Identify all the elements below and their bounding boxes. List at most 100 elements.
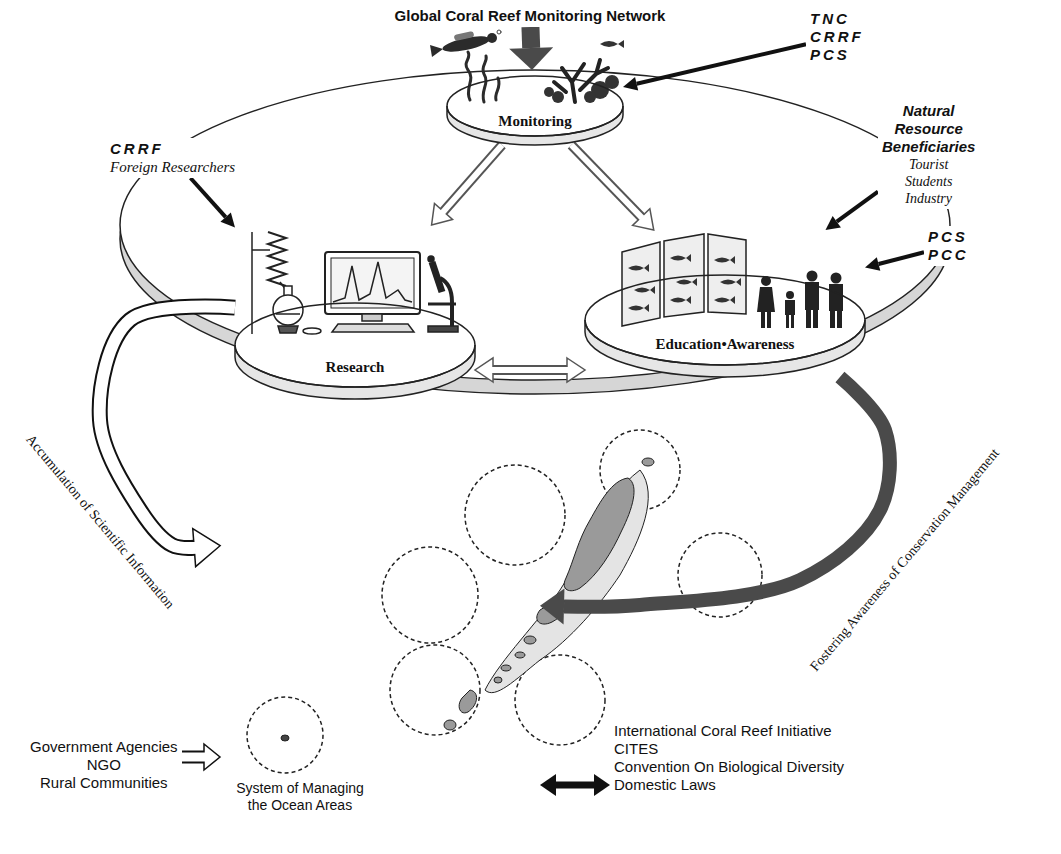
node-text: Monitoring	[447, 113, 623, 129]
disk-base	[447, 76, 623, 136]
exhibit-fish	[676, 278, 697, 286]
visitor-figures	[813, 310, 818, 328]
node-text: PCS PCC	[928, 228, 969, 264]
diver-figure	[454, 31, 475, 41]
map-zones	[390, 645, 480, 735]
visitor-figures	[767, 312, 771, 328]
visitor-figures	[837, 311, 842, 328]
exhibit-panel	[708, 234, 746, 314]
connector-group	[492, 370, 569, 371]
node-text: Domestic Laws	[614, 776, 844, 794]
exhibit-panel	[622, 234, 746, 326]
visitor-figures	[791, 315, 794, 328]
lab-illustration	[362, 314, 382, 321]
edge-label-holder: Fostering Awareness of Conservation Mana…	[804, 443, 1005, 678]
visitor-figures	[786, 291, 794, 299]
research-disk: Research	[235, 225, 475, 399]
connector-fill	[442, 145, 502, 213]
platform	[120, 70, 950, 394]
connector-group	[182, 757, 206, 758]
connector-arrow	[564, 377, 890, 607]
exhibit-fish	[720, 278, 741, 286]
island-shapes	[444, 720, 456, 730]
connector-arrow	[556, 782, 594, 789]
reef-illustration	[496, 78, 499, 100]
lab-illustration	[276, 313, 300, 315]
visitor-figures	[757, 271, 843, 329]
island-shapes	[537, 598, 566, 624]
researcher-label: CRRFForeign Researchers	[106, 138, 239, 178]
lab-illustration	[303, 328, 321, 334]
stakeholder-list: Government AgenciesNGORural Communities	[26, 736, 182, 794]
lab-illustration	[333, 262, 412, 302]
node-text: Foreign Researchers	[110, 158, 235, 176]
lab-illustration	[428, 256, 434, 262]
node-text: CRRF	[110, 140, 235, 158]
lab-illustration	[251, 232, 253, 334]
connector-group	[879, 252, 924, 264]
lab-illustration	[252, 232, 458, 334]
diver-figure	[430, 30, 501, 57]
lab-illustration	[428, 303, 456, 306]
node-text: International Coral Reef Initiative	[614, 722, 844, 740]
exhibit-fish	[714, 256, 735, 264]
visitor-figures	[806, 310, 811, 328]
connector-group	[556, 785, 594, 786]
exhibit-fish	[634, 286, 655, 294]
node-text: NGO	[30, 756, 178, 774]
island-shapes	[564, 478, 634, 591]
education-disk: Education•Awareness	[585, 230, 865, 377]
lab-illustration	[278, 326, 298, 333]
island-shapes	[524, 636, 536, 644]
connector-arrow	[637, 44, 806, 84]
disk-face	[447, 76, 623, 136]
node-text: Government Agencies	[30, 738, 178, 756]
exhibit-fish	[670, 296, 691, 304]
exhibit-fish	[628, 304, 649, 312]
map-zones	[247, 697, 323, 773]
island-shapes	[459, 690, 476, 713]
island-shapes	[501, 665, 511, 671]
connector-group	[442, 145, 502, 213]
edge-label: Fostering Awareness of Conservation Mana…	[804, 443, 1005, 678]
agreement-list: International Coral Reef InitiativeCITES…	[610, 720, 848, 796]
edge-label: Accumulation of Scientific Information	[20, 429, 180, 615]
visitor-figures	[761, 312, 765, 328]
reef-illustration	[466, 52, 471, 100]
visitor-figures	[830, 311, 835, 328]
connector-group	[191, 178, 226, 217]
lab-illustration	[331, 258, 414, 308]
diver-figure	[497, 30, 501, 34]
map-zones	[382, 547, 478, 643]
coral-cluster	[584, 91, 596, 103]
node-text: TNC CRRF PCS	[810, 10, 864, 64]
disk-face	[585, 275, 865, 365]
island-shapes	[281, 735, 289, 741]
lab-illustration	[428, 326, 458, 332]
node-text: Rural Communities	[30, 774, 178, 792]
node-text: System of Managing the Ocean Areas	[225, 780, 375, 814]
visitor-figures	[757, 287, 775, 312]
visitor-figures	[786, 315, 789, 328]
visitor-figures	[829, 284, 843, 311]
island-shapes	[281, 458, 654, 741]
connector-group	[837, 192, 878, 222]
reef-outline	[485, 470, 648, 693]
exhibit-fish	[714, 296, 735, 304]
lab-illustration	[325, 252, 420, 314]
connector-arrow	[521, 27, 540, 48]
disk-base	[235, 303, 475, 387]
disk-outline	[585, 230, 865, 377]
beneficiary-label: Natural Resource BeneficiariesTourist St…	[878, 100, 979, 209]
disk-rim	[585, 320, 865, 377]
connector-arrow	[837, 192, 878, 222]
connector-arrow	[191, 178, 226, 217]
connector-group	[530, 27, 532, 48]
diver-figure	[430, 45, 443, 57]
coral-cluster	[544, 87, 554, 97]
connector-fill	[182, 753, 206, 762]
reef-illustration	[483, 56, 486, 102]
disk-outline	[447, 70, 623, 145]
disk-face	[235, 303, 475, 387]
